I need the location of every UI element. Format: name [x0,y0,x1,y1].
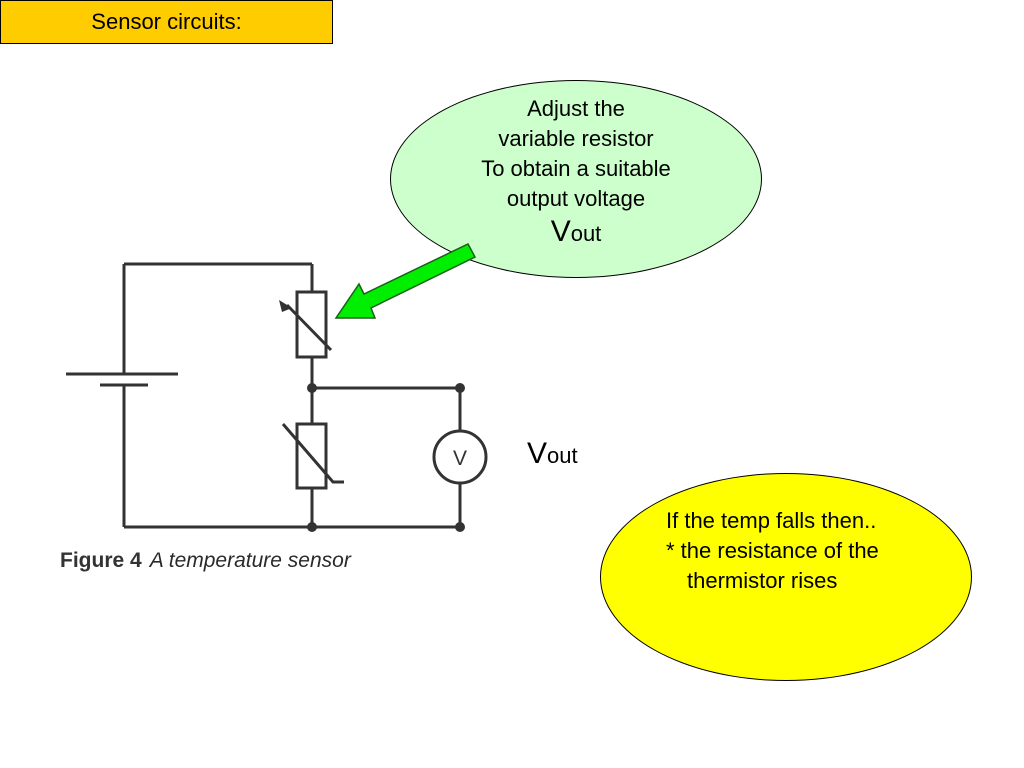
terminal-dot [455,383,465,393]
vout-label: Vout [527,437,578,471]
vout-label-sub: out [547,443,578,468]
callout-vout-sub: out [570,221,602,246]
figure-caption-text: A temperature sensor [149,549,351,572]
callout-line-3: To obtain a suitable [481,156,671,181]
yellow-callout-text: If the temp falls then.. * the resistanc… [666,506,879,596]
callout-line-1: Adjust the [527,96,625,121]
yellow-callout-bubble [600,473,972,681]
yellow-line-2: * the resistance of the [666,538,879,563]
voltmeter-symbol: V [453,447,467,470]
callout-line-2: variable resistor [498,126,654,151]
callout-vout: Vout [440,214,712,252]
callout-line-4: output voltage [506,186,646,211]
callout-vout-main: V [550,215,571,248]
terminal-dot [455,522,465,532]
green-callout-text: Adjust the variable resistor To obtain a… [440,94,712,252]
variable-resistor-arrow-head [279,300,292,312]
vout-label-main: V [527,437,548,470]
yellow-line-1: If the temp falls then.. [666,508,877,533]
yellow-line-3: thermistor rises [687,568,838,593]
figure-number: Figure 4 [60,549,142,572]
variable-resistor-arrow-line [285,303,333,352]
figure-caption: Figure 4 A temperature sensor [60,549,351,573]
green-arrow-icon [334,243,477,319]
thermistor-symbol-line [281,423,344,484]
junction-dot [307,522,317,532]
slide-title: Sensor circuits: [0,0,333,44]
junction-dot [307,383,317,393]
green-callout-bubble [390,80,762,278]
voltmeter [432,429,488,485]
variable-resistor [295,290,328,359]
